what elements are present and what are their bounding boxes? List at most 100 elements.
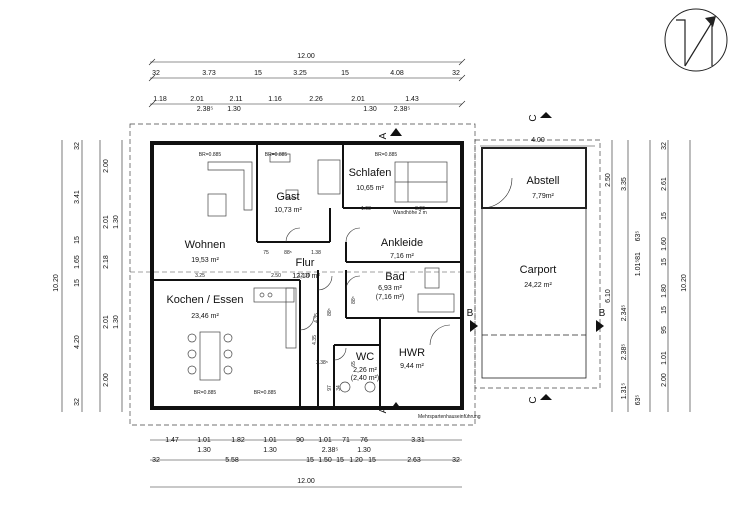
dim-interior: 12.10 <box>298 273 311 279</box>
room-area: 7,16 m² <box>390 253 414 260</box>
room-kochen-essen-label: Kochen / Essen <box>166 294 243 306</box>
dim-right-c: 1.01 <box>661 351 668 365</box>
room-area-secondary: (7,16 m²) <box>376 294 404 301</box>
dim-left-inner: 2.01 <box>103 215 110 229</box>
room-wohnen-label: Wohnen <box>185 239 226 251</box>
carport-structure <box>481 147 587 379</box>
room-carport-label: Carport <box>520 264 557 276</box>
room-area: 9,44 m² <box>400 363 424 370</box>
section-a-bottom: A <box>378 406 389 413</box>
dim-right-c: 2.00 <box>661 373 668 387</box>
dim-right-c-small: 63⁵ <box>635 395 642 406</box>
dim-interior-small: 65 <box>351 361 357 367</box>
room-area: 10,65 m² <box>356 185 384 192</box>
dim-top-row2: 1.18 <box>153 96 167 103</box>
dim-right-outer: 10.20 <box>681 274 688 292</box>
carport-roof-outline <box>474 139 601 389</box>
dim-bottom-row1: 1.01 <box>263 437 277 444</box>
top-dimension-lines <box>148 58 466 108</box>
dim-bottom-row1: 3.31 <box>411 437 425 444</box>
dim-right-b: 1.31⁵ <box>621 383 628 400</box>
dim-left-inner-sub: 1.30 <box>113 215 120 229</box>
dim-top-row1: 4.08 <box>390 70 404 77</box>
dim-left-inner: 2.01 <box>103 315 110 329</box>
dim-right-c-small: 63⁵ <box>635 231 642 242</box>
dim-bottom-row2: 1.50 <box>318 457 332 464</box>
window-label: BR=0.885 <box>199 152 222 158</box>
dim-bottom-row1: 76 <box>360 437 368 444</box>
dim-left-inner: 2.00 <box>103 373 110 387</box>
dim-top-row1: 3.73 <box>202 70 216 77</box>
dim-right-c: 15 <box>661 306 668 314</box>
dim-interior: 75 <box>263 250 269 256</box>
dim-left-mid: 3.41 <box>74 190 81 204</box>
room-area: 24,22 m² <box>524 282 552 289</box>
dim-interior: 88⁵ <box>284 250 292 256</box>
section-b-right: B <box>599 308 606 319</box>
dim-top-row2-sub: 2.38⁵ <box>394 106 411 113</box>
dim-left-mid: 4.20 <box>74 335 81 349</box>
room-abstell-label: Abstell <box>526 175 559 187</box>
dim-bottom-row2: 1.20 <box>349 457 363 464</box>
dimension-tick <box>458 100 466 108</box>
roof-outline <box>129 123 476 426</box>
furniture <box>187 153 455 393</box>
room-flur-label: Flur <box>296 257 315 269</box>
room-gast-label: Gast <box>276 191 299 203</box>
room-ankleide-label: Ankleide <box>381 237 423 249</box>
section-c-bottom: C <box>528 396 539 403</box>
dim-top-row1: 15 <box>254 70 262 77</box>
dim-bottom-row1: 1.47 <box>165 437 179 444</box>
dim-left-mid: 1.65 <box>74 255 81 269</box>
window-label: BR=0.885 <box>375 152 398 158</box>
dim-bottom-row1: 1.01 <box>318 437 332 444</box>
dim-right-b: 2.38⁵ <box>621 344 628 361</box>
interior-walls <box>152 143 462 408</box>
room-bad-label: Bad <box>385 271 405 283</box>
dim-bottom-row2: 32 <box>152 457 160 464</box>
dim-top-row2: 2.11 <box>229 96 242 103</box>
dim-right-c: 32 <box>661 142 668 150</box>
dim-right-c: 15 <box>661 258 668 266</box>
dim-bottom-row2: 15 <box>368 457 376 464</box>
dim-bottom-row1: 1.01 <box>197 437 211 444</box>
room-area: 2,26 m² <box>353 367 377 374</box>
dim-interior: 1.08 <box>361 206 371 212</box>
section-a-top: A <box>378 132 389 139</box>
exterior-walls <box>150 141 464 410</box>
dim-right-c: 2.61 <box>661 177 668 191</box>
dim-interior-small: 34 <box>336 385 342 391</box>
dim-top-row2: 1.16 <box>268 96 282 103</box>
doors <box>285 227 451 361</box>
dim-bottom-row1: 1.82 <box>231 437 245 444</box>
dim-bottom-row2: 2.63 <box>407 457 421 464</box>
dim-interior: 1.38 <box>311 250 321 256</box>
room-area: 23,46 m² <box>191 313 219 320</box>
dim-bottom-row1: 71 <box>342 437 350 444</box>
north-arrow-icon <box>664 8 728 72</box>
dim-interior: 3.00 <box>415 206 425 212</box>
left-dimension-lines <box>61 140 123 412</box>
section-c-top: C <box>528 114 539 121</box>
dim-right-b: 2.34⁵ <box>621 305 628 322</box>
dim-left-mid: 32 <box>74 398 81 406</box>
right-dimension-lines <box>480 140 691 412</box>
dim-right-c-small: 81 <box>635 252 642 260</box>
dim-bottom-row2: 5.58 <box>225 457 239 464</box>
room-area: 10,73 m² <box>274 207 302 214</box>
dim-interior-small: 4.35 <box>312 335 318 345</box>
dim-interior: 2.38⁵ <box>316 360 328 366</box>
dim-right-c: 1.60 <box>661 237 668 251</box>
dim-top-row2-sub: 1.30 <box>363 106 377 113</box>
room-area-secondary: (2,40 m²) <box>351 375 379 382</box>
note-wardrobe: Wandhöhe 2 m <box>393 210 427 216</box>
dim-right-c: 95 <box>661 326 668 334</box>
dimension-tick <box>148 100 156 108</box>
room-area: 7,79m² <box>532 193 554 200</box>
dim-interior-small: 4.35 <box>314 313 320 323</box>
note-utility: Mehrspartenhauseinführung <box>418 414 481 420</box>
dimension-tick <box>458 74 466 82</box>
dimension-tick <box>148 74 156 82</box>
dim-right-b: 3.35 <box>621 177 628 191</box>
dim-left-inner: 2.18 <box>103 255 110 269</box>
